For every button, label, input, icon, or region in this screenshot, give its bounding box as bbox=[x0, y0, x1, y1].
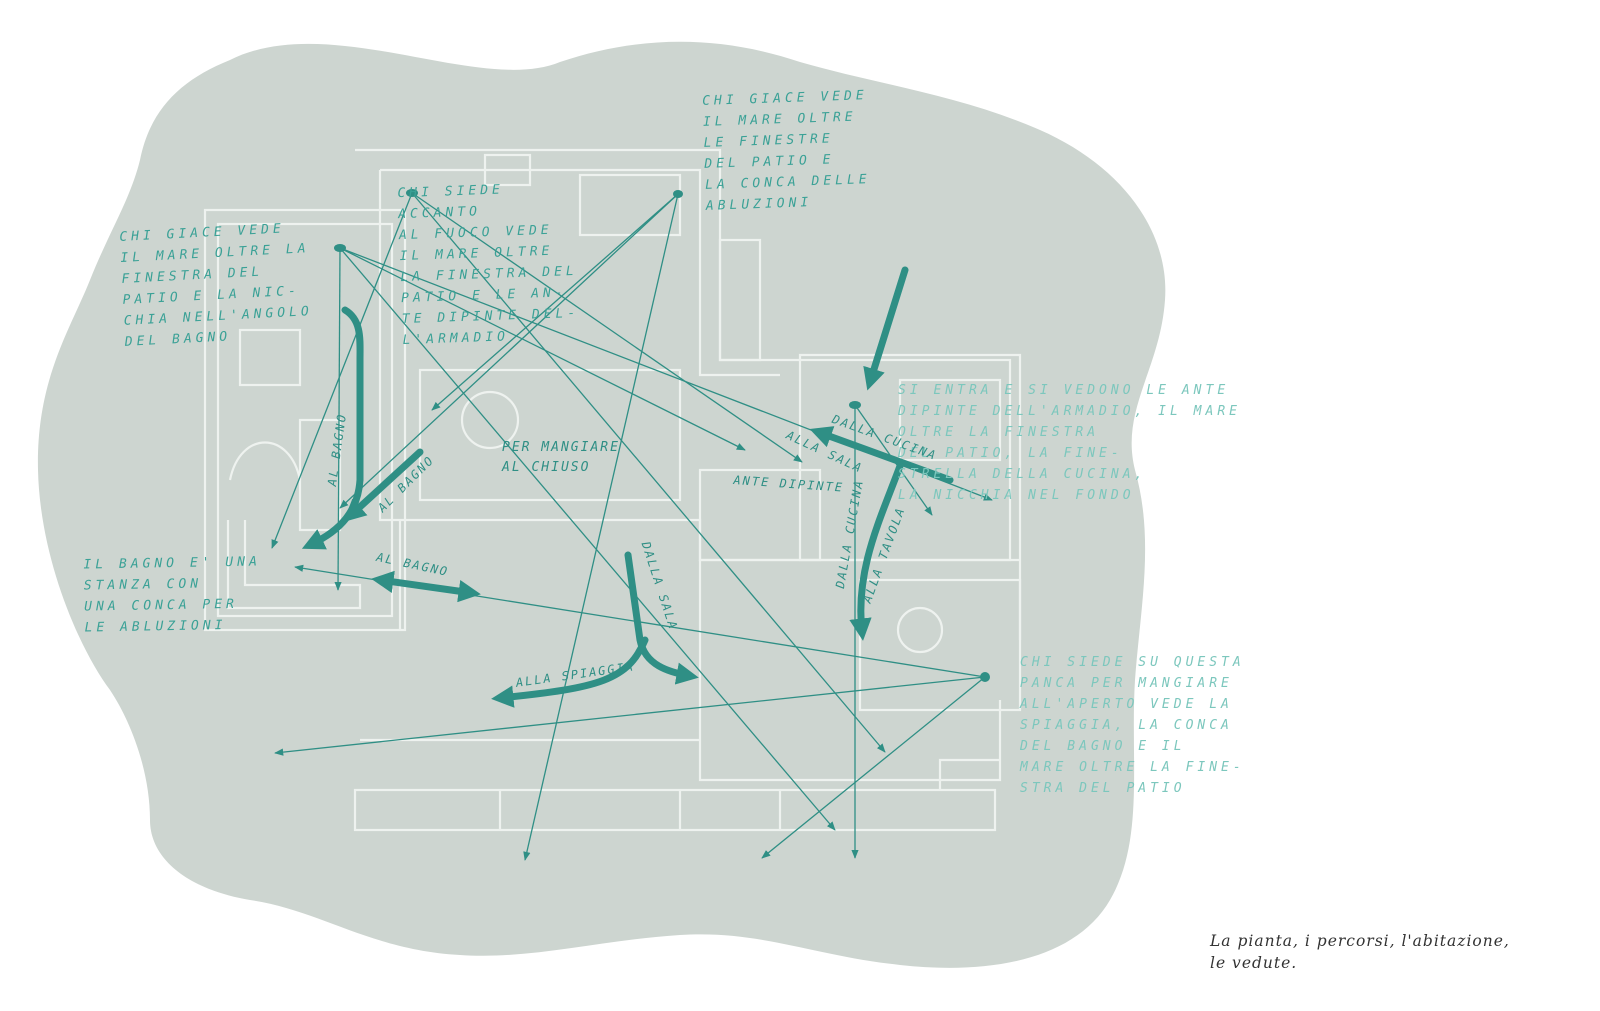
plan-fixture-1 bbox=[238, 328, 302, 387]
eye-marker-bed bbox=[334, 244, 346, 252]
sight-line-8 bbox=[523, 193, 679, 861]
plan-bath-niche bbox=[228, 441, 302, 481]
plan-patio bbox=[858, 578, 1022, 712]
note-entrance: SI ENTRA E SI VEDONO LE ANTE DIPINTE DEL… bbox=[898, 383, 1241, 503]
plan-bench bbox=[938, 758, 1000, 790]
plan-main-wall-inner bbox=[380, 168, 780, 377]
plan-patio-circle bbox=[896, 606, 944, 654]
route-arrow-alla-sala bbox=[809, 426, 954, 484]
blob-background bbox=[37, 41, 1166, 968]
route-arrow-alla-tavola bbox=[849, 462, 904, 641]
note-bed-bath: CHI GIACE VEDE IL MARE OLTRE LA FINESTRA… bbox=[118, 221, 314, 350]
eye-marker-bed-2 bbox=[673, 190, 683, 198]
route-arrow-al-bagno-diag bbox=[343, 448, 424, 523]
route-arrow-alla-spiaggia bbox=[491, 636, 649, 708]
sight-line-7 bbox=[271, 192, 413, 549]
plan-kitchen-inner bbox=[898, 378, 1002, 462]
sight-line-13 bbox=[274, 676, 986, 756]
route-arrow-entrance bbox=[863, 266, 909, 391]
plan-ante-room bbox=[698, 468, 822, 562]
plan-bath-wall bbox=[226, 520, 362, 610]
plan-table-round bbox=[460, 390, 520, 450]
figure-caption: La pianta, i percorsi, l'abitazione, le … bbox=[1210, 932, 1510, 972]
note-fireside: CHI SIEDE ACCANTO AL FUOCO VEDE IL MARE … bbox=[397, 182, 580, 349]
plan-terrace bbox=[353, 788, 997, 832]
route-arrows bbox=[301, 266, 954, 708]
note-bed-patio: CHI GIACE VEDE IL MARE OLTRE LE FINESTRE… bbox=[701, 88, 871, 214]
sight-line-9 bbox=[339, 193, 679, 509]
route-arrow-al-bagno-lower bbox=[371, 570, 481, 603]
sight-line-6 bbox=[411, 192, 886, 753]
sight-line-4 bbox=[334, 247, 342, 591]
eye-marker-bench bbox=[980, 672, 990, 682]
label-per-mangiare: PER MANGIARE AL CHIUSO bbox=[502, 440, 620, 475]
plan-chimney bbox=[483, 153, 532, 187]
eye-markers bbox=[334, 189, 990, 682]
plan-room-left-inner bbox=[216, 222, 394, 618]
plan-south-wall bbox=[698, 560, 1002, 782]
sight-line-15 bbox=[761, 676, 986, 859]
plan-wardrobe bbox=[718, 238, 762, 362]
route-arrow-dalla-sala bbox=[624, 551, 699, 685]
eye-marker-fire bbox=[406, 189, 418, 197]
sight-line-10 bbox=[431, 193, 679, 411]
sight-line-2 bbox=[339, 247, 746, 451]
sight-line-3 bbox=[339, 247, 836, 831]
eye-marker-entrance bbox=[849, 401, 861, 409]
plan-hearth bbox=[578, 173, 682, 237]
plan-room-left bbox=[203, 208, 407, 632]
note-bathroom: IL BAGNO E' UNA STANZA CON UNA CONCA PER… bbox=[83, 554, 261, 636]
sight-line-5 bbox=[411, 192, 803, 463]
route-arrow-al-bagno-vertical bbox=[301, 306, 364, 550]
plan-sala bbox=[418, 368, 682, 502]
note-bench: CHI SIEDE SU QUESTA PANCA PER MANGIARE A… bbox=[1020, 655, 1245, 796]
